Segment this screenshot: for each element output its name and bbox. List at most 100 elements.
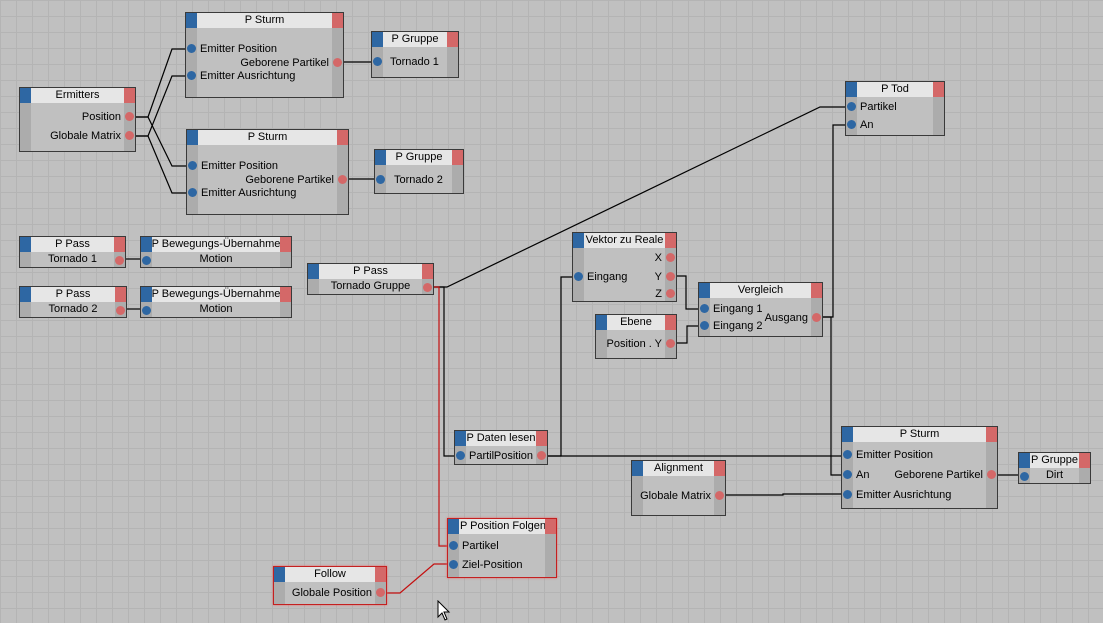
output-dot[interactable] [125, 112, 134, 121]
node-p-tod[interactable]: P Tod Partikel An [845, 81, 945, 136]
output-port-position[interactable]: Position [82, 110, 135, 124]
input-dot[interactable] [449, 541, 458, 550]
node-input-tab[interactable] [186, 13, 197, 28]
node-header[interactable]: P Sturm [186, 13, 343, 28]
node-p-sturm-3[interactable]: P Sturm Emitter Position An Geborene Par… [841, 426, 998, 509]
node-header[interactable]: P Gruppe [1019, 453, 1090, 468]
input-dot[interactable] [847, 102, 856, 111]
node-output-tab[interactable] [280, 287, 291, 302]
output-dot[interactable] [666, 289, 675, 298]
output-port-z[interactable]: Z [655, 287, 676, 301]
node-output-tab[interactable] [986, 427, 997, 442]
input-dot[interactable] [142, 306, 151, 315]
input-port-motion[interactable]: Motion [152, 252, 280, 266]
node-header[interactable]: P Gruppe [375, 150, 463, 165]
node-output-tab[interactable] [375, 567, 386, 582]
node-p-pass-2[interactable]: P Pass Tornado 2 [19, 286, 127, 318]
input-port-tornado-1[interactable]: Tornado 1 [372, 55, 439, 69]
node-input-tab[interactable] [455, 431, 466, 446]
node-output-tab[interactable] [665, 315, 676, 330]
node-output-tab[interactable] [1079, 453, 1090, 468]
input-port-emitter-position[interactable]: Emitter Position [187, 159, 278, 173]
output-port-geborene-partikel[interactable]: Geborene Partikel [894, 468, 997, 482]
node-header[interactable]: Vergleich [699, 283, 822, 298]
output-dot[interactable] [987, 470, 996, 479]
output-port-globale-matrix[interactable]: Globale Matrix [50, 129, 135, 143]
node-input-tab[interactable] [846, 82, 857, 97]
output-port-tornado-1[interactable]: Tornado 1 [31, 252, 114, 266]
node-header[interactable]: P Pass [308, 264, 433, 279]
output-dot[interactable] [666, 339, 675, 348]
node-input-tab[interactable] [448, 519, 459, 534]
node-ermitters[interactable]: Ermitters Position Globale Matrix [19, 87, 136, 152]
output-dot[interactable] [116, 306, 125, 315]
wire[interactable] [676, 275, 698, 310]
input-dot[interactable] [142, 256, 151, 265]
input-port-an[interactable]: An [846, 118, 873, 132]
node-input-tab[interactable] [1019, 453, 1030, 468]
node-input-tab[interactable] [187, 130, 198, 145]
output-dot[interactable] [376, 588, 385, 597]
node-header[interactable]: P Sturm [842, 427, 997, 442]
node-header[interactable]: P Pass [20, 287, 126, 302]
node-p-gruppe-1[interactable]: P Gruppe Tornado 1 [371, 31, 459, 78]
node-header[interactable]: Ermitters [20, 88, 135, 103]
output-port-tornado-gruppe[interactable]: Tornado Gruppe [319, 279, 422, 293]
output-dot[interactable] [125, 131, 134, 140]
node-header[interactable]: P Bewegungs-Übernahme [141, 237, 291, 252]
wire[interactable] [136, 116, 186, 167]
node-input-tab[interactable] [20, 88, 31, 103]
node-p-sturm-2[interactable]: P Sturm Emitter Position Geborene Partik… [186, 129, 349, 215]
input-port-eingang-1[interactable]: Eingang 1 [699, 302, 763, 316]
node-p-bewegungs-uebernahme-2[interactable]: P Bewegungs-Übernahme Motion [140, 286, 292, 318]
input-port-eingang-2[interactable]: Eingang 2 [699, 319, 763, 333]
input-port-partikel[interactable]: Partikel [846, 100, 897, 114]
input-dot[interactable] [187, 71, 196, 80]
node-vektor-zu-reale[interactable]: Vektor zu Reale X Eingang Y Z [572, 232, 677, 302]
input-dot[interactable] [843, 450, 852, 459]
wire[interactable] [433, 286, 455, 457]
node-output-tab[interactable] [115, 287, 126, 302]
node-input-tab[interactable] [596, 315, 607, 330]
output-port-geborene-partikel[interactable]: Geborene Partikel [245, 173, 348, 187]
node-output-tab[interactable] [714, 461, 725, 476]
node-input-tab[interactable] [842, 427, 853, 442]
output-port-x[interactable]: X [655, 251, 676, 265]
input-dot[interactable] [1020, 472, 1029, 481]
node-input-tab[interactable] [372, 32, 383, 47]
node-output-tab[interactable] [545, 519, 556, 534]
node-header[interactable]: P Bewegungs-Übernahme [141, 287, 291, 302]
output-dot[interactable] [333, 58, 342, 67]
node-input-tab[interactable] [20, 237, 31, 252]
input-port-an[interactable]: An [842, 468, 869, 482]
node-ebene[interactable]: Ebene Position . Y [595, 314, 677, 359]
node-header[interactable]: Follow [274, 567, 386, 582]
output-port-globale-position[interactable]: Globale Position [292, 586, 386, 600]
input-dot[interactable] [574, 272, 583, 281]
output-port-tornado-2[interactable]: Tornado 2 [31, 302, 115, 316]
input-dot[interactable] [456, 451, 465, 460]
wire[interactable] [676, 325, 698, 344]
node-p-pass-tornado-gruppe[interactable]: P Pass Tornado Gruppe [307, 263, 434, 295]
output-port-ausgang[interactable]: Ausgang [765, 311, 822, 325]
node-header[interactable]: P Pass [20, 237, 125, 252]
input-port-motion[interactable]: Motion [152, 302, 280, 316]
input-dot[interactable] [700, 321, 709, 330]
input-port-tornado-2[interactable]: Tornado 2 [375, 173, 443, 187]
node-output-tab[interactable] [124, 88, 135, 103]
wire[interactable] [136, 75, 185, 137]
node-input-tab[interactable] [375, 150, 386, 165]
input-dot[interactable] [843, 490, 852, 499]
input-port-emitter-ausrichtung[interactable]: Emitter Ausrichtung [842, 488, 951, 502]
node-input-tab[interactable] [632, 461, 643, 476]
node-header[interactable]: Alignment [632, 461, 725, 476]
node-p-bewegungs-uebernahme-1[interactable]: P Bewegungs-Übernahme Motion [140, 236, 292, 268]
node-header[interactable]: Ebene [596, 315, 676, 330]
input-port-partikel[interactable]: Partikel [448, 539, 499, 553]
node-output-tab[interactable] [280, 237, 291, 252]
node-p-gruppe-2[interactable]: P Gruppe Tornado 2 [374, 149, 464, 194]
node-header[interactable]: Vektor zu Reale [573, 233, 676, 248]
node-output-tab[interactable] [933, 82, 944, 97]
node-header[interactable]: P Tod [846, 82, 944, 97]
input-port-dirt[interactable]: Dirt [1030, 468, 1079, 482]
